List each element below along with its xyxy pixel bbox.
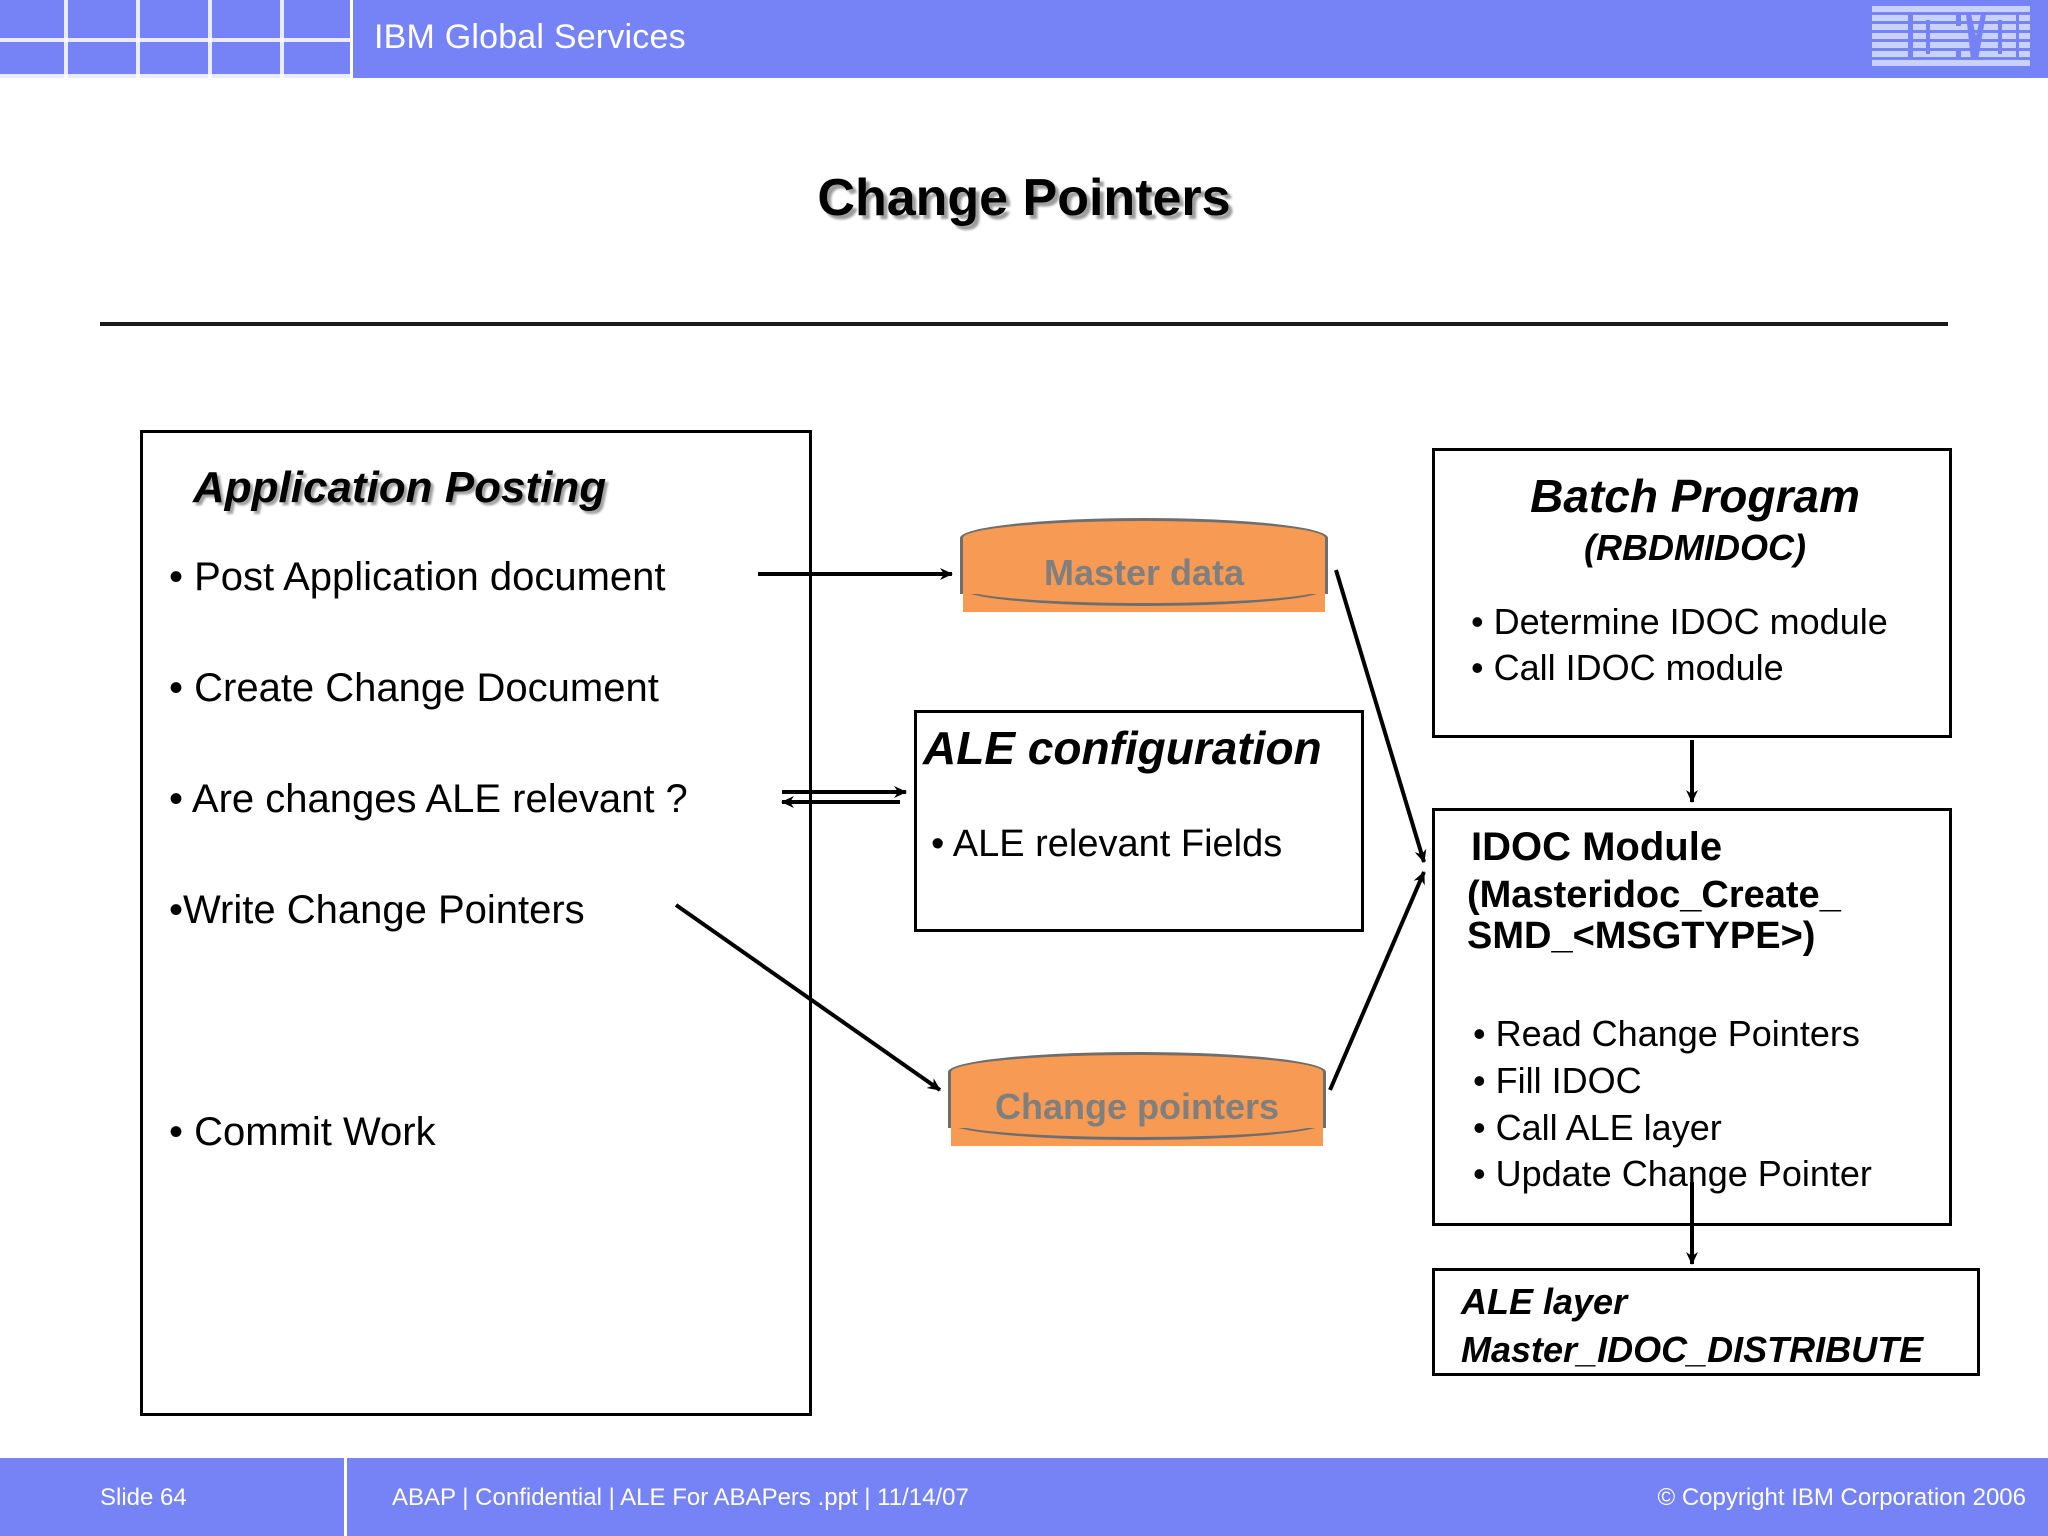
brand-title: IBM Global Services xyxy=(374,18,686,56)
ale-configuration-heading: ALE configuration xyxy=(923,722,1322,774)
application-posting-bullets: • Post Application document • Create Cha… xyxy=(169,555,809,1221)
batch-program-box: Batch Program (RBDMIDOC) • Determine IDO… xyxy=(1432,448,1952,738)
list-item-spacer xyxy=(169,999,809,1044)
master-data-label: Master data xyxy=(1043,552,1245,593)
list-item: • Fill IDOC xyxy=(1473,1059,1642,1101)
list-item: • Are changes ALE relevant ? xyxy=(169,777,688,821)
slide-header: IBM Global Services xyxy=(0,0,2048,120)
header-divider xyxy=(350,0,353,120)
application-posting-heading: Application Posting xyxy=(193,463,607,512)
ale-configuration-bullets: • ALE relevant Fields xyxy=(931,823,1282,866)
application-posting-box: Application Posting • Post Application d… xyxy=(140,430,812,1416)
ale-layer-line2: Master_IDOC_DISTRIBUTE xyxy=(1461,1329,1924,1370)
ibm-logo xyxy=(1870,6,2032,68)
footer-meta: ABAP | Confidential | ALE For ABAPers .p… xyxy=(392,1484,969,1511)
idoc-module-subheading-line1: (Masteridoc_Create_ xyxy=(1467,874,1841,916)
idoc-module-subheading-line2: SMD_<MSGTYPE>) xyxy=(1467,915,1816,958)
list-item: • Update Change Pointer xyxy=(1473,1153,1872,1195)
batch-program-bullets: • Determine IDOC module • Call IDOC modu… xyxy=(1471,599,1888,691)
list-item: • Read Change Pointers xyxy=(1473,1013,1860,1054)
ale-layer-line1: ALE layer xyxy=(1461,1281,1628,1322)
ale-configuration-box: ALE configuration • ALE relevant Fields xyxy=(914,710,1364,932)
slide-footer: Slide 64 ABAP | Confidential | ALE For A… xyxy=(0,1452,2048,1536)
idoc-module-bullets: • Read Change Pointers • Fill IDOC • Cal… xyxy=(1473,1011,1872,1198)
cylinder-body xyxy=(948,1072,1326,1128)
batch-program-subheading: (RBDMIDOC) xyxy=(1584,527,1806,568)
footer-copyright: © Copyright IBM Corporation 2006 xyxy=(1657,1484,2026,1511)
page-title: Change Pointers xyxy=(817,169,1231,227)
change-pointers-label: Change pointers xyxy=(994,1086,1280,1127)
ale-layer-box: ALE layer Master_IDOC_DISTRIBUTE xyxy=(1432,1268,1980,1376)
header-grid-decoration xyxy=(0,0,352,78)
list-item: • Post Application document xyxy=(169,555,666,599)
idoc-module-heading: IDOC Module xyxy=(1471,825,1723,869)
batch-program-heading: Batch Program xyxy=(1530,470,1860,522)
list-item: • Create Change Document xyxy=(169,666,659,710)
list-item: • Call ALE layer xyxy=(1473,1106,1722,1148)
title-underline-rule xyxy=(100,322,1948,326)
list-item: •Write Change Pointers xyxy=(169,888,585,932)
slide-number: Slide 64 xyxy=(100,1484,187,1511)
change-pointers-datastore: Change pointers xyxy=(948,1052,1326,1146)
list-item: • Commit Work xyxy=(169,1110,436,1154)
cylinder-body xyxy=(960,538,1328,594)
list-item: • Determine IDOC module xyxy=(1471,601,1888,642)
list-item: • ALE relevant Fields xyxy=(931,823,1283,865)
list-item: • Call IDOC module xyxy=(1471,647,1784,689)
idoc-module-box: IDOC Module (Masteridoc_Create_ SMD_<MSG… xyxy=(1432,808,1952,1226)
footer-divider xyxy=(344,1452,347,1536)
master-data-datastore: Master data xyxy=(960,518,1328,612)
idoc-module-subheading: (Masteridoc_Create_ SMD_<MSGTYPE>) xyxy=(1467,874,1841,958)
